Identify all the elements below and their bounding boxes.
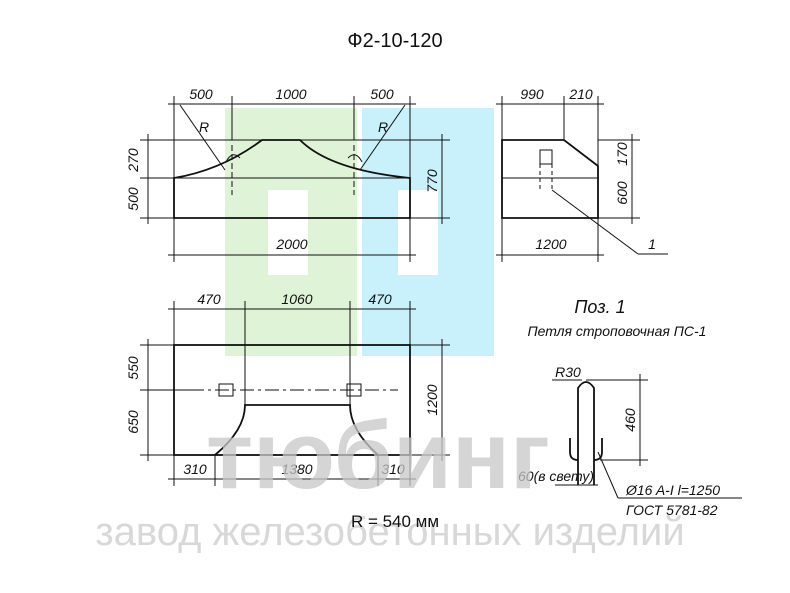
side-dim-bottom: 1200 [535, 236, 566, 252]
drawing-title: Ф2-10-120 [347, 30, 443, 52]
watermark-subtitle: завод железобетонных изделий [95, 510, 684, 554]
side-dim-top-left: 990 [520, 86, 544, 102]
front-dim-right: 770 [424, 169, 440, 193]
side-view [496, 96, 668, 262]
side-dim-right-top: 170 [614, 142, 630, 166]
plan-dim-left-top: 550 [125, 356, 141, 380]
plan-dim-bottom-right: 310 [381, 461, 405, 477]
plan-dim-top-right: 470 [368, 291, 392, 307]
side-callout-number: 1 [648, 236, 656, 252]
watermark-word: тюбинг [206, 402, 550, 509]
front-radius-right: R [378, 119, 388, 135]
plan-dim-top-mid: 1060 [281, 291, 312, 307]
plan-dim-bottom-mid: 1380 [281, 461, 312, 477]
plan-dim-left-bottom: 650 [125, 410, 141, 434]
loop-radius: R30 [555, 364, 581, 380]
front-dim-left-top: 270 [125, 148, 141, 173]
radius-caption: R = 540 мм [350, 512, 440, 531]
plan-view [140, 301, 450, 486]
plan-dim-bottom-left: 310 [183, 461, 207, 477]
side-dim-top-right: 210 [568, 86, 593, 102]
front-dim-top-right: 500 [370, 86, 394, 102]
front-dim-top-mid: 1000 [275, 86, 306, 102]
front-dim-left-bottom: 500 [125, 187, 141, 211]
plan-dim-right: 1200 [424, 384, 440, 415]
side-dim-right-bottom: 600 [614, 181, 630, 205]
loop-detail [552, 374, 742, 499]
loop-gap: 60(в свету) [518, 468, 594, 484]
front-dim-top-left: 500 [189, 86, 213, 102]
loop-detail-subtitle: Петля строповочная ПС-1 [528, 323, 707, 339]
front-radius-left: R [199, 119, 209, 135]
loop-detail-title: Поз. 1 [574, 297, 625, 317]
watermark-logo [225, 108, 494, 356]
loop-height: 460 [622, 408, 638, 432]
loop-spec-line2: ГОСТ 5781-82 [626, 502, 718, 518]
plan-dim-top-left: 470 [197, 291, 221, 307]
loop-spec-line1: Ø16 A-I l=1250 [625, 482, 720, 498]
front-view [140, 96, 450, 262]
front-dim-bottom: 2000 [275, 236, 307, 252]
